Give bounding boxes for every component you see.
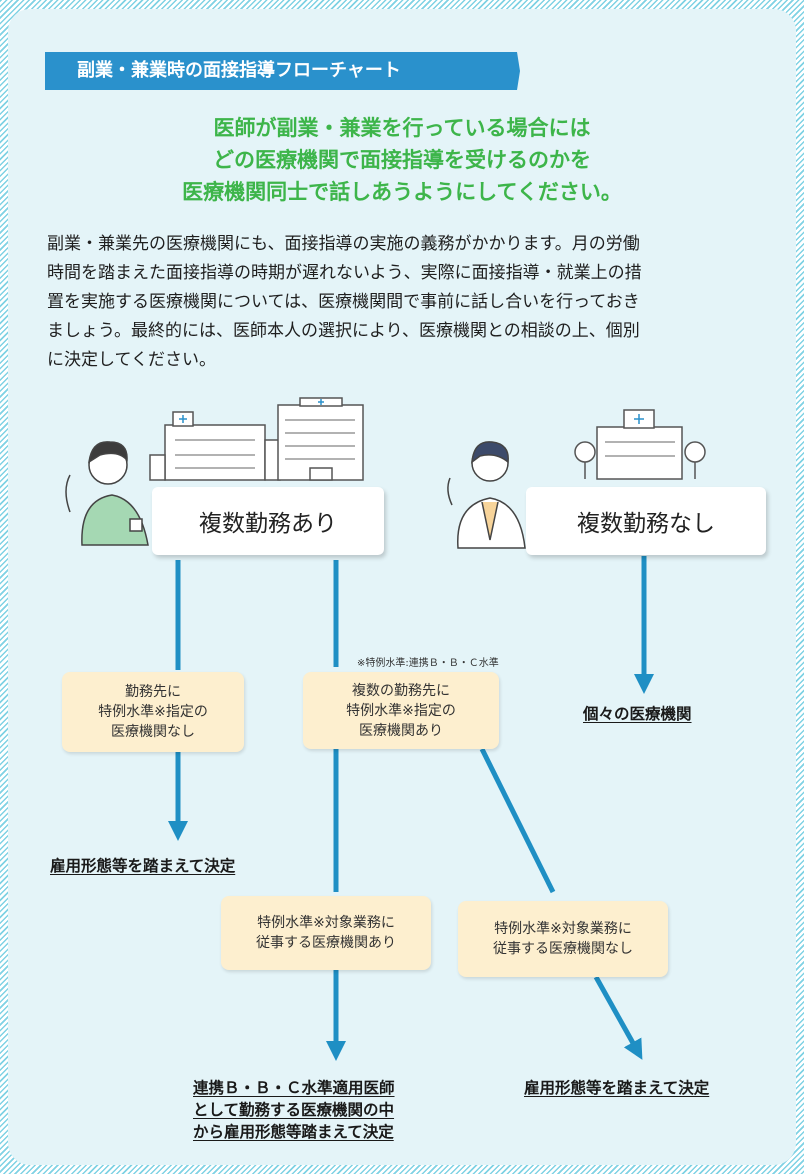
intro-line-2: 時間を踏まえた面接指導の時期が遅れないよう、実際に面接指導・就業上の措	[47, 263, 642, 283]
nurse-figure-icon	[65, 441, 149, 546]
intro-line-3: 置を実施する医療機関については、医療機関間で事前に話し合いを行っておき	[47, 292, 640, 312]
arrow-center-diagonal	[479, 747, 556, 894]
headline-line-3: 医療機関同士で話しあうようにしてください。	[182, 180, 622, 204]
headline-line-2: どの医療機関で面接指導を受けるのかを	[213, 148, 591, 172]
arrow-to-employment-result	[593, 975, 643, 1060]
cond-no-target-box: 特例水準※対象業務に 従事する医療機関なし	[458, 901, 668, 977]
result-linked: 連携Ｂ・Ｂ・Ｃ水準適用医師 として勤務する医療機関の中 から雇用形態等踏まえて決…	[193, 1079, 395, 1141]
small-hospital-icon	[574, 409, 706, 480]
multi-workplace-box: 複数勤務あり	[152, 487, 384, 555]
hospital-building-icon	[149, 411, 281, 481]
headline-line-1: 医師が副業・兼業を行っている場合には	[213, 116, 591, 140]
result-individual: 個々の医療機関	[583, 705, 692, 723]
special-level-note: ※特例水準:連携Ｂ・Ｂ・Ｃ水準	[357, 658, 499, 669]
result-employment-right: 雇用形態等を踏まえて決定	[524, 1079, 710, 1097]
title-banner: 副業・兼業時の面接指導フローチャート	[45, 52, 520, 90]
intro-line-1: 副業・兼業先の医療機関にも、面接指導の実施の義務がかかります。月の労働	[47, 234, 640, 254]
intro-line-4: ましょう。最終的には、医師本人の選択により、医療機関との相談の上、個別	[47, 321, 640, 341]
cond-no-designation-box: 勤務先に 特例水準※指定の 医療機関なし	[62, 672, 244, 752]
single-workplace-box: 複数勤務なし	[526, 487, 766, 555]
result-employment-left: 雇用形態等を踏まえて決定	[50, 857, 236, 875]
intro-line-5: に決定してください。	[47, 350, 216, 370]
cond-has-target-box: 特例水準※対象業務に 従事する医療機関あり	[221, 896, 431, 970]
cond-designation-box: 複数の勤務先に 特例水準※指定の 医療機関あり	[303, 672, 499, 749]
large-hospital-icon	[277, 397, 364, 481]
doctor-figure-icon	[447, 441, 526, 549]
